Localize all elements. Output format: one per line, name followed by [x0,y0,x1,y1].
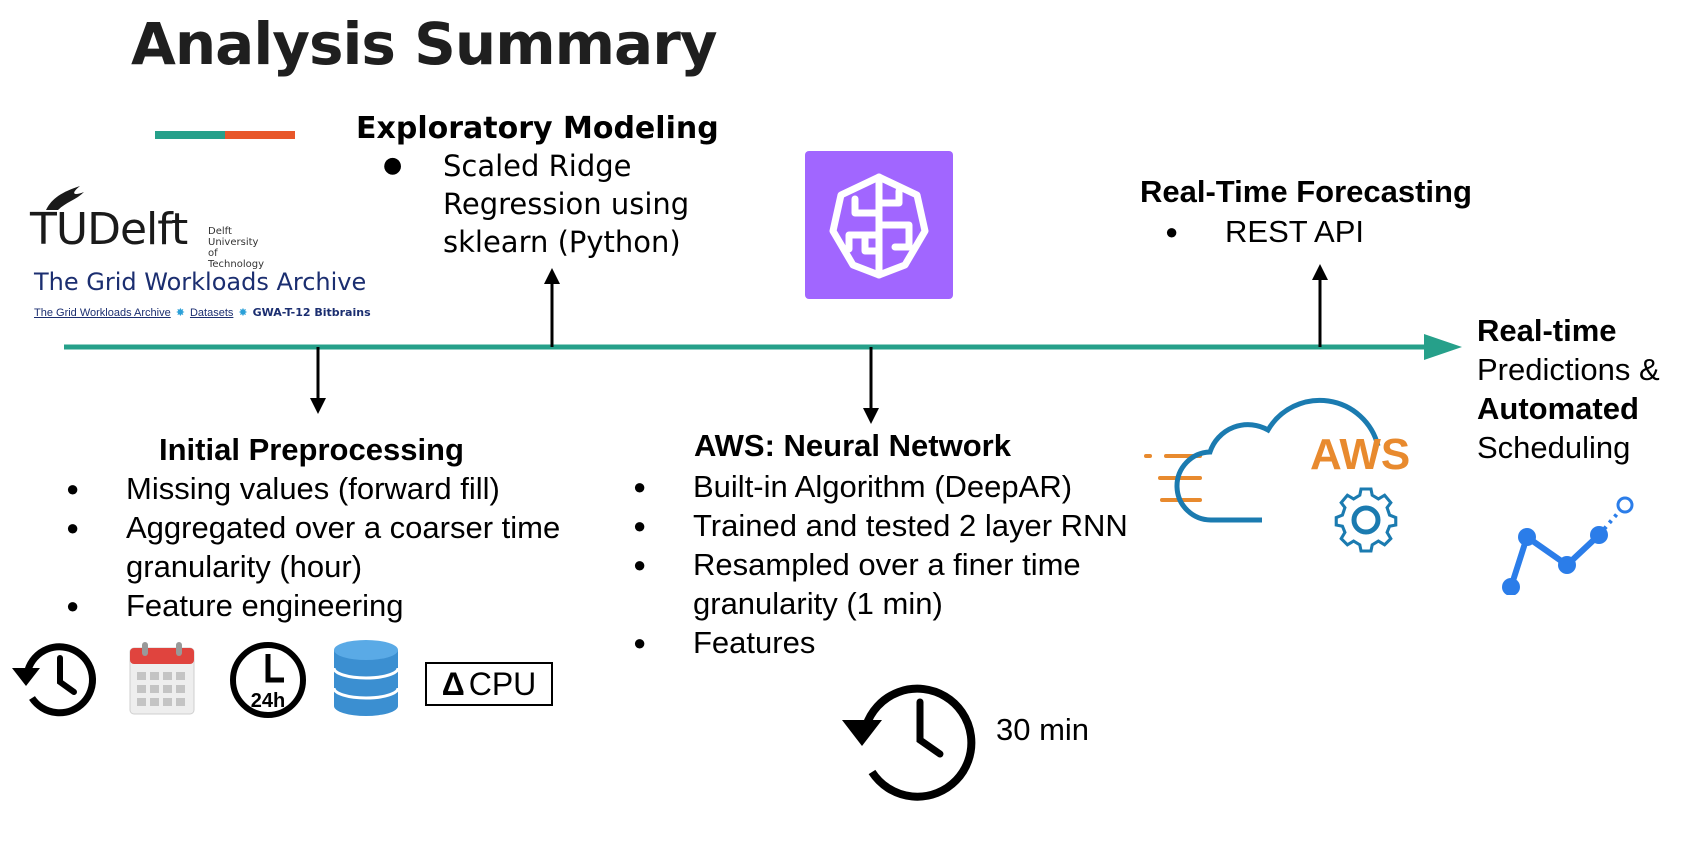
aws-neural-heading: AWS: Neural Network [694,428,1011,463]
preprocessing-heading: Initial Preprocessing [159,432,464,467]
gwa-title: The Grid Workloads Archive [34,268,367,296]
list-item: Missing values (forward fill) [66,469,626,508]
list-item: Trained and tested 2 layer RNN [633,506,1133,545]
arrow-to-aws-neural [863,347,879,424]
tu-small-line: Delft [208,226,232,237]
exploratory-list: Scaled Ridge Regression using sklearn (P… [383,147,693,261]
list-item: Resampled over a finer time granularity … [633,545,1133,623]
crumb-gwa[interactable]: The Grid Workloads Archive [34,307,171,319]
timeline-line [64,334,1462,360]
realtime-forecasting-heading: Real-Time Forecasting [1140,174,1472,209]
exploratory-heading: Exploratory Modeling [356,111,719,146]
page-title: Analysis Summary [131,10,718,78]
clock-24h-icon: 24h [230,642,306,718]
list-item: Aggregated over a coarser time granulari… [66,508,626,586]
tu-delft-subtext: Delft University of Technology [208,226,264,270]
crumb-current: GWA-T-12 Bitbrains [252,306,371,319]
crumb-datasets[interactable]: Datasets [189,307,234,319]
list-item: Built-in Algorithm (DeepAR) [633,467,1133,506]
arrow-to-preprocessing [310,347,326,414]
tu-small-line: University of [208,237,259,259]
final-outcome: Real-time Predictions & Automated Schedu… [1477,311,1660,467]
aws-label: AWS [1310,430,1411,479]
sagemaker-brain-icon [805,151,953,299]
final-line-2: Predictions & [1477,352,1660,387]
aws-neural-list: Built-in Algorithm (DeepAR) Trained and … [633,467,1133,662]
flame-icon [46,186,84,210]
cpu-label: CPU [468,665,537,702]
final-line-3: Automated [1477,391,1639,426]
title-accent-orange [225,131,295,139]
realtime-forecasting-list: REST API [1165,212,1445,251]
title-accent-teal [155,131,225,139]
list-item: Feature engineering [66,586,626,625]
database-icon [332,640,400,716]
arrow-to-exploratory [544,268,560,347]
arrow-to-realtime-forecasting [1312,264,1328,347]
tu-delft-wordmark: TUDelft [30,204,188,255]
list-item: Features [633,623,1133,662]
trend-line-icon [1502,496,1634,595]
tu-small-line: Technology [208,259,265,270]
final-line-1: Real-time [1477,313,1617,348]
history-icon [12,643,97,717]
clock-24h-label: 24h [251,690,285,712]
aws-cloud-icon [1144,397,1398,553]
crumb-separator-icon: ✸ [175,307,185,319]
interval-label: 30 min [996,712,1090,747]
preprocessing-list: Missing values (forward fill) Aggregated… [66,469,626,625]
list-item: REST API [1165,212,1445,251]
history-30min-icon [842,684,976,801]
final-line-4: Scheduling [1477,430,1631,465]
list-item: Scaled Ridge Regression using sklearn (P… [383,147,693,261]
calendar-icon [129,642,195,715]
gwa-breadcrumb: The Grid Workloads Archive ✸ Datasets ✸ GWA-… [34,306,371,319]
crumb-separator-icon: ✸ [238,307,248,319]
delta-icon: Δ [441,665,465,702]
